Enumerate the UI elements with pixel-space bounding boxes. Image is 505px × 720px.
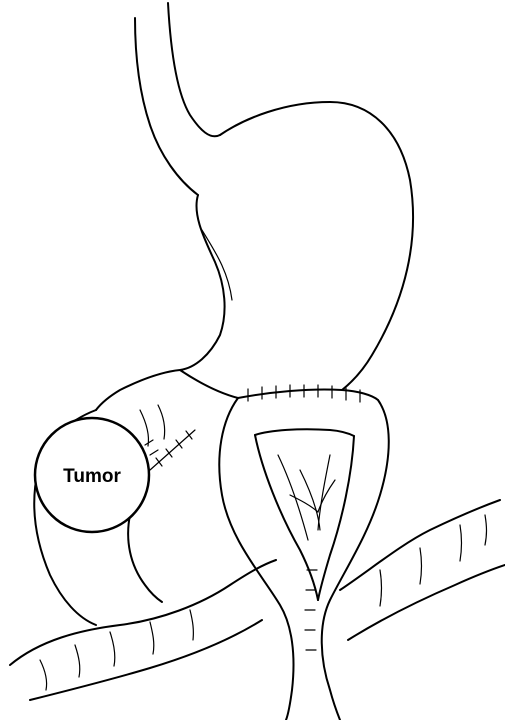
anastomosis-suture-line [238,385,378,402]
jejunal-loop [219,398,388,720]
tumor: Tumor [35,418,149,532]
stomach [96,102,413,410]
esophagus [135,3,220,195]
tumor-label: Tumor [63,466,121,487]
